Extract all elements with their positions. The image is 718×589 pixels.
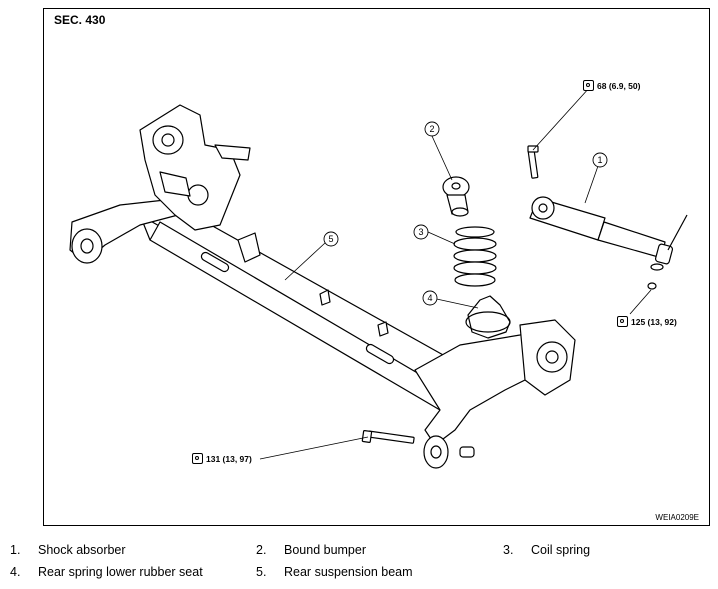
torque-wrench-icon xyxy=(192,453,203,464)
lower-rubber-seat-drawing xyxy=(465,295,511,339)
svg-text:5: 5 xyxy=(328,234,333,244)
svg-text:3: 3 xyxy=(418,227,423,237)
left-spindle-bracket xyxy=(139,104,251,231)
beam-bolt xyxy=(361,430,415,444)
callout-3: 3 xyxy=(413,224,429,240)
svg-text:4: 4 xyxy=(427,293,432,303)
right-trailing-arm xyxy=(414,319,576,469)
torque-wrench-icon xyxy=(617,316,628,327)
figure-id: WEIA0209E xyxy=(655,513,699,522)
callout-4: 4 xyxy=(422,290,438,306)
shock-absorber-drawing xyxy=(529,196,688,290)
legend-item-2: 2.Bound bumper xyxy=(256,543,367,557)
torque-label-beam: 131 (13, 97) xyxy=(192,453,252,464)
callout-1: 1 xyxy=(592,152,608,168)
legend-item-4: 4.Rear spring lower rubber seat xyxy=(10,565,203,579)
section-label: SEC. 430 xyxy=(54,13,106,27)
torque-label-lower: 125 (13, 92) xyxy=(617,316,677,327)
svg-text:1: 1 xyxy=(597,155,602,165)
diagram-frame: SEC. 430 WEIA0209E xyxy=(43,8,710,526)
rear-suspension-beam xyxy=(139,204,471,411)
svg-text:2: 2 xyxy=(429,124,434,134)
coil-spring-drawing xyxy=(453,226,497,287)
legend-item-1: 1.Shock absorber xyxy=(10,543,126,557)
legend-item-3: 3.Coil spring xyxy=(503,543,591,557)
torque-label-upper: 68 (6.9, 50) xyxy=(583,80,640,91)
upper-bolt xyxy=(527,145,539,179)
legend-item-5: 5.Rear suspension beam xyxy=(256,565,413,579)
left-trailing-arm xyxy=(69,199,179,264)
callout-2: 2 xyxy=(424,121,440,137)
callout-5: 5 xyxy=(323,231,339,247)
torque-wrench-icon xyxy=(583,80,594,91)
bound-bumper-drawing xyxy=(442,176,470,217)
